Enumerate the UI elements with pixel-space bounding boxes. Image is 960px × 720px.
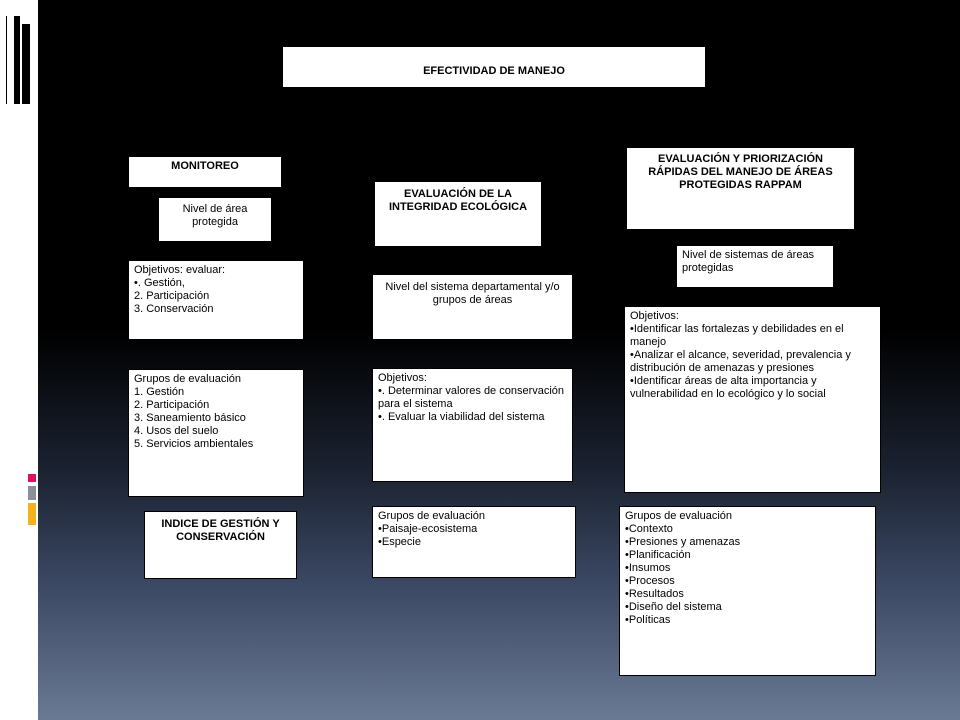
list-item: •Identificar áreas de alta importancia y… <box>630 375 826 400</box>
list-item: 5. Servicios ambientales <box>134 438 254 450</box>
rappam-objetivos-title: Objetivos: <box>630 310 679 322</box>
list-item: •Contexto <box>625 523 673 535</box>
rappam-objetivos-list: •Identificar las fortalezas y debilidade… <box>630 323 875 401</box>
integridad-objetivos-title: Objetivos: <box>378 372 427 384</box>
monitoreo-objetivos: Objetivos: evaluar: •. Gestión, 2. Parti… <box>128 260 304 340</box>
decor-stripe <box>22 24 30 104</box>
decor-stripe <box>14 16 20 104</box>
rappam-objetivos: Objetivos: •Identificar las fortalezas y… <box>624 306 881 493</box>
list-item: 3. Saneamiento básico <box>134 412 246 424</box>
list-item: 4. Usos del suelo <box>134 425 219 437</box>
integridad-grupos: Grupos de evaluación •Paisaje-ecosistema… <box>372 506 576 578</box>
diagram-title: EFECTIVIDAD DE MANEJO <box>282 46 706 88</box>
list-item: •Identificar las fortalezas y debilidade… <box>630 323 844 348</box>
list-item: •. Evaluar la viabilidad del sistema <box>378 411 545 423</box>
integridad-objetivos: Objetivos: •. Determinar valores de cons… <box>372 368 573 482</box>
integridad-grupos-title: Grupos de evaluación <box>378 510 486 522</box>
list-item: 2. Participación <box>134 399 210 411</box>
decor-square-pink <box>28 474 36 482</box>
rappam-nivel: Nivel de sistemas de áreas protegidas <box>676 245 834 288</box>
monitoreo-objetivos-title: Objetivos: evaluar: <box>134 264 226 276</box>
monitoreo-objetivos-list: •. Gestión, 2. Participación 3. Conserva… <box>134 277 298 316</box>
rappam-grupos-title: Grupos de evaluación <box>625 510 733 522</box>
list-item: •Especie <box>378 536 421 548</box>
list-item: •Procesos <box>625 575 675 587</box>
rappam-grupos: Grupos de evaluación •Contexto •Presione… <box>619 506 876 676</box>
rappam-header: EVALUACIÓN Y PRIORIZACIÓN RÁPIDAS DEL MA… <box>626 147 855 230</box>
monitoreo-grupos-title: Grupos de evaluación <box>134 373 242 385</box>
list-item: •Políticas <box>625 614 671 626</box>
indice-box: INDICE DE GESTIÓN Y CONSERVACIÓN <box>144 511 297 579</box>
list-item: •. Determinar valores de conservación pa… <box>378 385 565 410</box>
monitoreo-header: MONITOREO <box>128 156 282 188</box>
list-item: •Paisaje-ecosistema <box>378 523 478 535</box>
list-item: 1. Gestión <box>134 386 185 398</box>
list-item: •. Gestión, <box>134 277 185 289</box>
monitoreo-grupos-list: 1. Gestión 2. Participación 3. Saneamien… <box>134 386 298 451</box>
monitoreo-nivel: Nivel de área protegida <box>158 197 272 242</box>
list-item: •Analizar el alcance, severidad, prevale… <box>630 349 851 374</box>
list-item: •Planificación <box>625 549 691 561</box>
integridad-grupos-list: •Paisaje-ecosistema •Especie <box>378 523 570 549</box>
list-item: •Diseño del sistema <box>625 601 722 613</box>
integridad-header: EVALUACIÓN DE LA INTEGRIDAD ECOLÓGICA <box>374 181 542 247</box>
decor-square-gray <box>28 486 36 500</box>
monitoreo-grupos: Grupos de evaluación 1. Gestión 2. Parti… <box>128 369 304 497</box>
left-white-bar <box>0 0 38 720</box>
list-item: 3. Conservación <box>134 303 214 315</box>
rappam-grupos-list: •Contexto •Presiones y amenazas •Planifi… <box>625 523 870 627</box>
list-item: 2. Participación <box>134 290 210 302</box>
integridad-nivel: Nivel del sistema departamental y/o grup… <box>372 274 573 340</box>
integridad-objetivos-list: •. Determinar valores de conservación pa… <box>378 385 567 424</box>
list-item: •Presiones y amenazas <box>625 536 741 548</box>
list-item: •Resultados <box>625 588 684 600</box>
list-item: •Insumos <box>625 562 671 574</box>
decor-square-yellow <box>28 503 36 525</box>
decor-stripe <box>6 16 11 104</box>
